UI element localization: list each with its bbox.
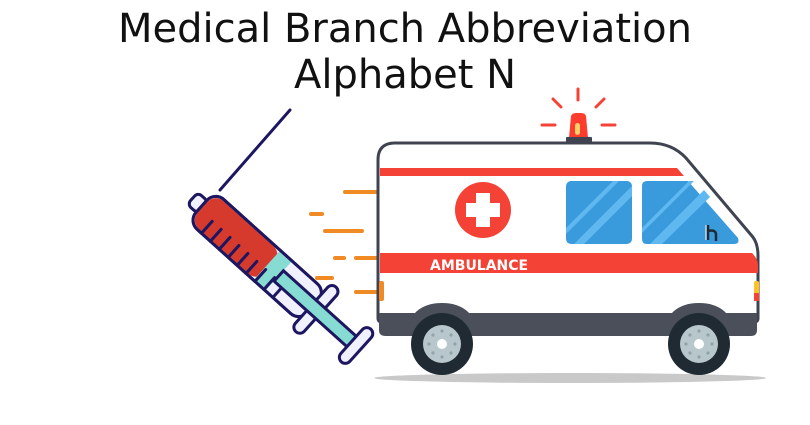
rear-wheel-icon bbox=[411, 313, 473, 375]
driver-window-icon bbox=[642, 181, 739, 244]
red-cross-icon bbox=[455, 182, 511, 238]
window-icon bbox=[566, 181, 632, 244]
title-line-1: Medical Branch Abbreviation bbox=[117, 6, 692, 52]
syringe-icon bbox=[187, 108, 375, 365]
siren-light-icon bbox=[566, 113, 592, 143]
ambulance-icon: AMBULANCE bbox=[374, 87, 766, 383]
page-title: Medical Branch Abbreviation Alphabet N bbox=[0, 6, 810, 98]
ambulance-label: AMBULANCE bbox=[430, 258, 528, 274]
front-wheel-icon bbox=[668, 313, 730, 375]
title-line-2: Alphabet N bbox=[293, 52, 517, 98]
